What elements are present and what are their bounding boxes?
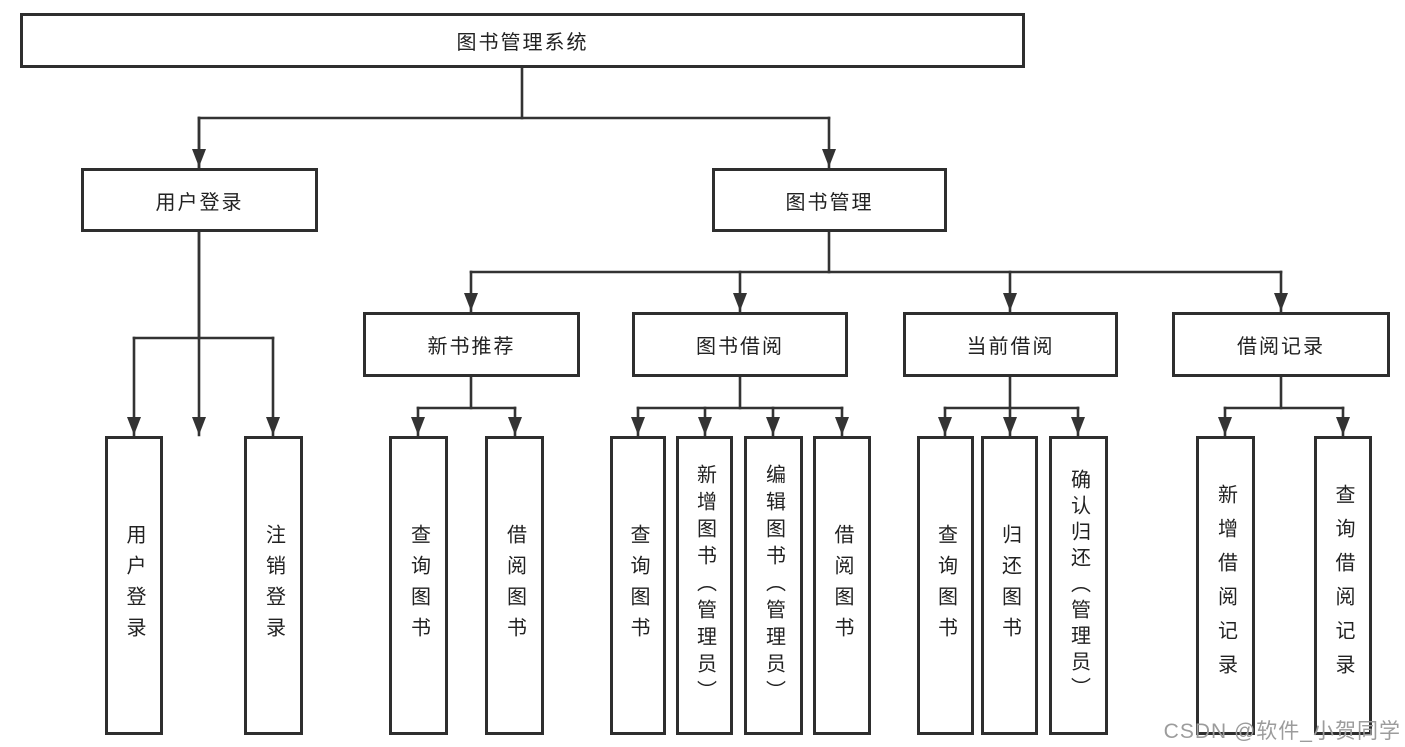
- node-book-mgmt: 图书管理: [712, 168, 947, 232]
- leaf-br-search-record-label: 查询借阅记录: [1332, 483, 1354, 688]
- node-borrow-records-label: 借阅记录: [1237, 336, 1325, 358]
- edge-borrow-records-to-leaves: [1218, 375, 1350, 437]
- leaf-cb-return-book: 归还图书: [981, 436, 1038, 735]
- leaf-bb-edit-book: 编辑图书（管理员）: [744, 436, 803, 735]
- node-user-login-label: 用户登录: [155, 191, 244, 214]
- leaf-user-login: 用户登录: [105, 436, 163, 735]
- leaf-br-add-record: 新增借阅记录: [1196, 436, 1255, 735]
- node-borrow-records: 借阅记录: [1172, 312, 1390, 377]
- leaf-bb-borrow-book: 借阅图书: [813, 436, 871, 735]
- leaf-bb-search-book: 查询图书: [610, 436, 666, 735]
- node-root: 图书管理系统: [20, 13, 1025, 68]
- leaf-cb-search-book: 查询图书: [917, 436, 974, 735]
- leaf-rec-search-book: 查询图书: [389, 436, 448, 735]
- leaf-bb-borrow-book-label: 借阅图书: [831, 523, 853, 648]
- node-root-label: 图书管理系统: [456, 32, 589, 54]
- leaf-cb-confirm-return: 确认归还（管理员）: [1049, 436, 1108, 735]
- leaf-logout-label: 注销登录: [262, 523, 285, 648]
- leaf-br-add-record-label: 新增借阅记录: [1214, 483, 1237, 688]
- leaf-logout: 注销登录: [244, 436, 303, 735]
- node-book-borrow: 图书借阅: [632, 312, 848, 377]
- leaf-bb-edit-book-label: 编辑图书（管理员）: [762, 464, 785, 707]
- node-book-borrow-label: 图书借阅: [696, 336, 784, 358]
- edge-new-book-rec-to-leaves: [411, 375, 522, 437]
- leaf-rec-borrow-book: 借阅图书: [485, 436, 544, 735]
- leaf-cb-search-book-label: 查询图书: [934, 523, 957, 648]
- leaf-cb-confirm-return-label: 确认归还（管理员）: [1067, 468, 1090, 703]
- leaf-rec-search-book-label: 查询图书: [407, 523, 430, 648]
- node-new-book-rec-label: 新书推荐: [427, 336, 516, 358]
- node-current-borrow-label: 当前借阅: [966, 336, 1055, 358]
- csdn-watermark: CSDN @软件_小贺同学: [1163, 720, 1401, 743]
- edge-current-borrow-to-leaves: [938, 375, 1085, 437]
- leaf-cb-return-book-label: 归还图书: [998, 523, 1021, 648]
- edge-book-mgmt-to-level3: [464, 230, 1288, 313]
- edge-book-borrow-to-leaves: [631, 375, 849, 437]
- leaf-rec-borrow-book-label: 借阅图书: [503, 523, 526, 648]
- edge-root-to-level2: [192, 66, 836, 437]
- leaf-bb-add-book: 新增图书（管理员）: [676, 436, 733, 735]
- leaf-bb-add-book-label: 新增图书（管理员）: [693, 464, 716, 707]
- node-user-login: 用户登录: [81, 168, 318, 232]
- leaf-user-login-label: 用户登录: [123, 523, 145, 648]
- node-new-book-rec: 新书推荐: [363, 312, 580, 377]
- node-current-borrow: 当前借阅: [903, 312, 1118, 377]
- node-book-mgmt-label: 图书管理: [785, 191, 874, 214]
- edge-user-login-to-leaves: [127, 230, 280, 437]
- leaf-br-search-record: 查询借阅记录: [1314, 436, 1372, 735]
- leaf-bb-search-book-label: 查询图书: [627, 523, 649, 648]
